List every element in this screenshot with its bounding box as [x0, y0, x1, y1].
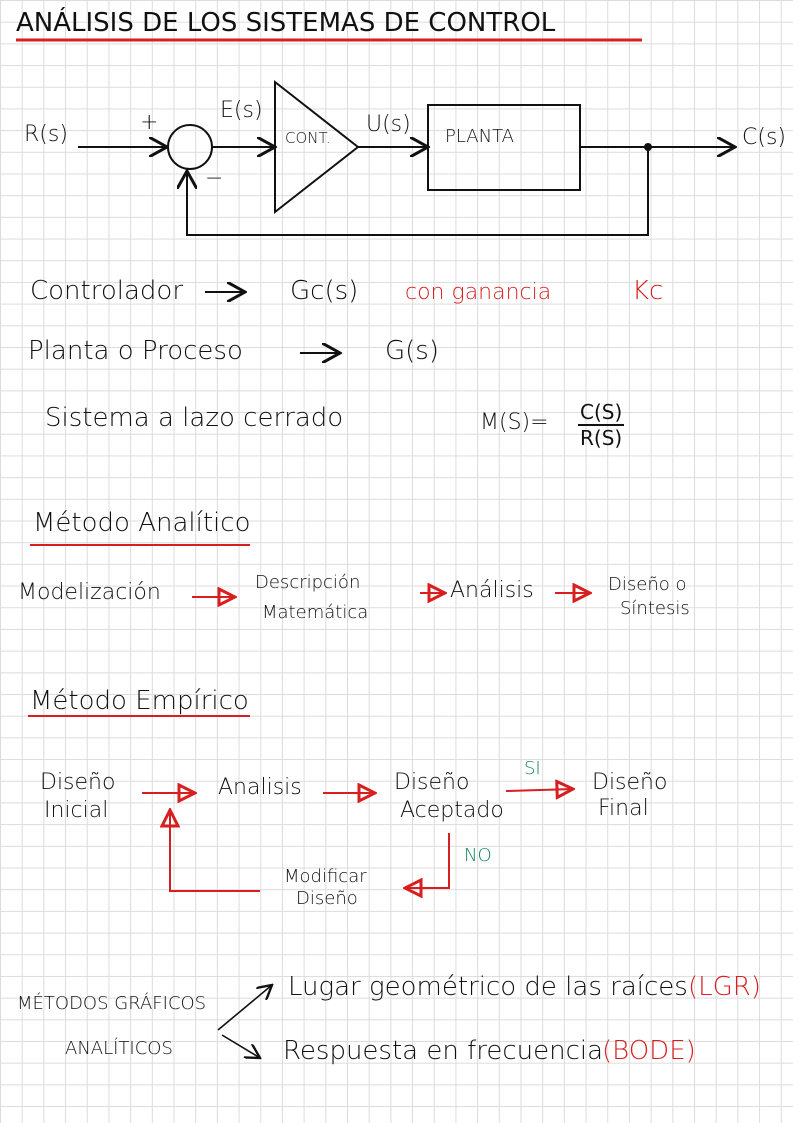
plant-text: Planta o Proceso	[28, 336, 243, 366]
empirical-heading: Método Empírico	[30, 686, 249, 716]
block-diagram	[78, 79, 735, 236]
method-root-locus-abbr: (LGR)	[688, 972, 761, 1002]
controller-text: Controlador	[30, 276, 184, 306]
method-bode-abbr: (BODE)	[602, 1036, 696, 1066]
step-analysis: Análisis	[450, 578, 534, 603]
fraction-numerator: C(S)	[578, 400, 625, 426]
summing-junction	[167, 124, 213, 170]
initial-design: Diseño	[40, 770, 116, 795]
fraction-denominator: R(S)	[580, 426, 623, 450]
accepted-design: Diseño	[394, 770, 470, 795]
step-synthesis: Síntesis	[620, 598, 690, 619]
closed-loop-text: Sistema a lazo cerrado	[45, 403, 344, 433]
input-signal-label: R(s)	[24, 122, 68, 147]
controller-gain: Kc	[632, 276, 664, 306]
output-signal-label: C(s)	[742, 125, 786, 150]
controller-block	[274, 79, 360, 215]
graphical-methods-label-2: ANALÍTICOS	[65, 1038, 173, 1059]
initial-design-2: Inicial	[44, 798, 109, 823]
plant-tf: G(s)	[385, 336, 439, 366]
method-root-locus: Lugar geométrico de las raíces	[288, 972, 688, 1002]
method-frequency-response: Respuesta en frecuencia	[283, 1036, 604, 1066]
page-title: ANÁLISIS DE LOS SISTEMAS DE CONTROL	[16, 8, 556, 38]
step-description-2: Matemática	[262, 602, 369, 623]
graphical-methods-label: MÉTODOS GRÁFICOS	[17, 993, 207, 1014]
final-design: Diseño	[592, 770, 668, 795]
plant-block	[427, 104, 581, 191]
analytic-heading: Método Analítico	[33, 508, 251, 538]
analysis-step: Analisis	[218, 775, 302, 800]
control-signal-label: U(s)	[366, 112, 411, 137]
plant-label: PLANTA	[445, 126, 514, 147]
error-signal-label: E(s)	[220, 98, 263, 123]
controller-label: CONT.	[285, 129, 331, 147]
feedback-path	[187, 147, 649, 236]
plus-sign: +	[140, 110, 159, 135]
step-description: Descripción	[255, 572, 361, 593]
controller-note: con ganancia	[405, 280, 552, 305]
accepted-design-2: Aceptado	[400, 798, 504, 823]
controller-tf: Gc(s)	[290, 276, 359, 306]
step-modeling: Modelización	[18, 580, 161, 605]
no-label: NO	[464, 845, 492, 866]
step-design: Diseño o	[608, 574, 687, 595]
modify-design: Modificar	[284, 866, 367, 887]
closed-loop-lhs: M(S)=	[480, 410, 549, 435]
closed-loop-fraction: C(S) R(S)	[578, 400, 625, 450]
minus-sign: −	[205, 166, 224, 191]
modify-design-2: Diseño	[296, 888, 358, 909]
final-design-2: Final	[598, 796, 649, 821]
yes-label: SI	[524, 758, 541, 779]
